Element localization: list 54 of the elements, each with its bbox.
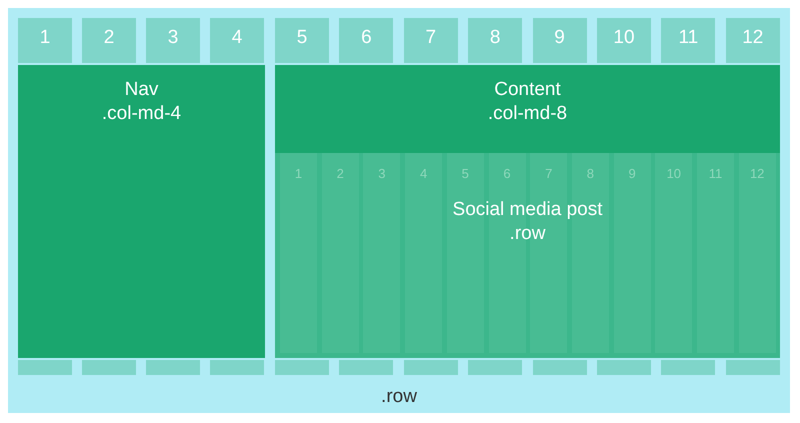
column-number: 12: [748, 166, 766, 181]
column-title: Social media post: [452, 199, 604, 221]
column-number: 8: [586, 166, 595, 181]
column-number: 7: [424, 27, 438, 49]
grid-column: [597, 18, 651, 63]
column-number: 1: [38, 27, 52, 49]
column-number: 5: [296, 27, 308, 49]
nested-column: [655, 153, 692, 353]
nested-column: [614, 153, 651, 353]
column-number: 1: [294, 166, 304, 181]
column-number: 2: [336, 166, 345, 181]
column-number: 3: [166, 27, 180, 49]
column-number: 6: [502, 166, 512, 181]
column-number: 10: [666, 166, 682, 181]
column-number: 4: [418, 166, 428, 181]
column-number: 2: [102, 27, 116, 49]
column-number: 8: [488, 27, 502, 49]
grid-column: [339, 18, 394, 63]
column-number: 3: [377, 166, 386, 181]
column-number: 4: [230, 27, 244, 49]
grid-column: [661, 18, 716, 63]
content-column: [275, 65, 780, 358]
grid-column: [468, 18, 522, 63]
class-label: .row: [508, 223, 546, 245]
nested-column: [738, 153, 776, 353]
grid-column: [18, 18, 72, 63]
nested-column: [322, 153, 359, 353]
column-number: 7: [544, 166, 554, 181]
row-label: .row: [380, 386, 418, 408]
column-number: 10: [612, 27, 636, 49]
nested-column: [405, 153, 442, 353]
grid-column: [726, 18, 780, 63]
column-title: Nav: [124, 79, 160, 101]
nested-column: [363, 153, 400, 353]
column-number: 11: [708, 166, 724, 181]
column-title: Content: [493, 79, 562, 101]
column-number: 9: [553, 27, 566, 49]
grid-column: [404, 18, 458, 63]
class-label: .col-md-4: [100, 103, 182, 125]
nav-column: [18, 65, 265, 358]
column-number: 11: [678, 27, 700, 49]
grid-column: [82, 18, 136, 63]
column-number: 9: [627, 166, 637, 181]
class-label: .col-md-8: [486, 103, 568, 125]
nested-column: [697, 153, 734, 353]
column-number: 5: [460, 166, 470, 181]
grid-column: [532, 18, 587, 63]
grid-column: [146, 18, 200, 63]
nested-column: [280, 153, 317, 353]
column-number: 6: [360, 27, 373, 49]
grid-column: [275, 18, 329, 63]
column-number: 12: [741, 27, 764, 49]
row-container: [8, 8, 790, 413]
grid-column: [210, 18, 264, 63]
